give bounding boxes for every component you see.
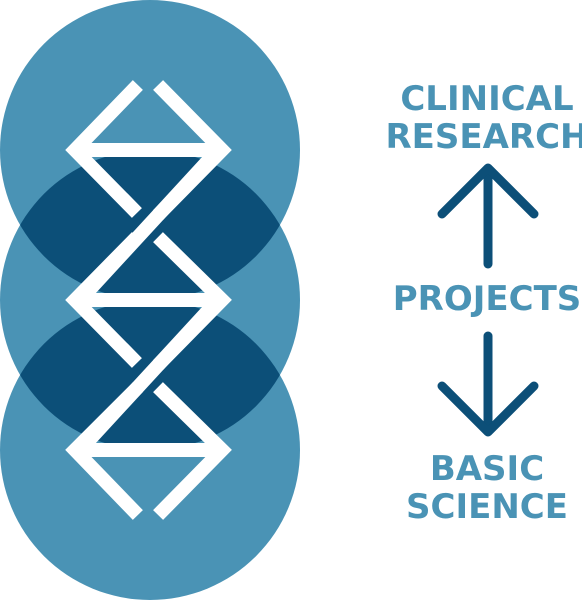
science-line: SCIENCE <box>406 487 568 527</box>
arrow-up-icon <box>437 163 539 269</box>
upper-overlap <box>0 150 300 300</box>
lower-overlap <box>0 300 300 450</box>
projects-label: PROJECTS <box>382 280 582 318</box>
logo-circles <box>0 0 300 600</box>
research-line: RESEARCH <box>385 117 582 157</box>
basic-science-label: BASIC SCIENCE <box>382 450 582 526</box>
helix-strands <box>65 80 232 520</box>
clinical-research-label: CLINICAL RESEARCH <box>382 80 582 156</box>
projects-text: PROJECTS <box>392 279 582 319</box>
dna-helix-logo <box>0 0 300 600</box>
basic-line: BASIC <box>429 449 545 489</box>
arrow-down-icon <box>437 331 539 437</box>
clinical-line: CLINICAL <box>400 79 574 119</box>
